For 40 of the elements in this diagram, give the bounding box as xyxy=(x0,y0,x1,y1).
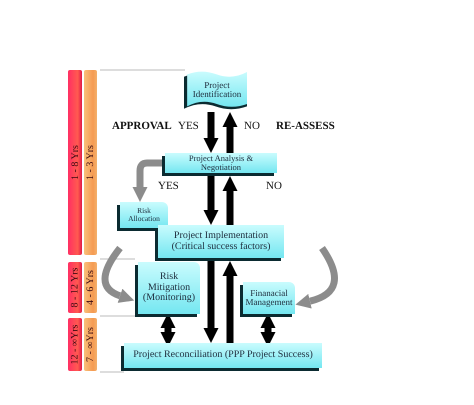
duration-label: 4 - 6 Yrs xyxy=(85,270,96,305)
node-label: Project Implementation (Critical success factors) xyxy=(170,231,272,252)
process-box xyxy=(243,282,295,314)
process-box xyxy=(165,153,277,173)
duration-label: 12 - ∞Yrs xyxy=(70,324,80,364)
process-box xyxy=(138,262,200,314)
node-label: Finanacial Management xyxy=(246,288,292,308)
edge-label: NO xyxy=(244,120,260,132)
decision-label: RE-ASSESS xyxy=(276,120,335,132)
node-label: Project Reconciliation (PPP Project Success) xyxy=(133,350,313,361)
timeline-bar xyxy=(68,262,82,313)
wavy-banner xyxy=(187,72,247,108)
arrow xyxy=(222,176,238,225)
timeline-bar xyxy=(84,262,97,313)
arrow xyxy=(204,112,218,153)
process-box xyxy=(124,343,322,368)
curved-arrow xyxy=(132,160,163,202)
process-box xyxy=(120,202,168,228)
decision-label: APPROVAL xyxy=(112,120,172,132)
timeline-bar xyxy=(68,70,82,255)
arrow xyxy=(222,261,238,343)
duration-label: 7 - ∞Yrs xyxy=(85,327,96,362)
node-label: Project Analysis & Negotiation xyxy=(188,154,254,172)
node-label: Project Identification xyxy=(192,80,242,100)
duration-label: 1 - 3 Yrs xyxy=(85,145,96,180)
arrow xyxy=(204,261,218,343)
edge-label: YES xyxy=(158,180,179,192)
curved-arrow xyxy=(102,246,134,303)
timeline-bar xyxy=(84,70,97,255)
edge-label: YES xyxy=(178,120,199,132)
timeline-bar xyxy=(84,318,97,371)
node-label: Risk Mitigation (Monitoring) xyxy=(142,272,196,304)
arrow xyxy=(222,112,238,153)
duration-label: 8 - 12 Yrs xyxy=(70,268,80,308)
arrow xyxy=(204,176,218,225)
curved-arrow xyxy=(296,246,338,308)
edge-label: NO xyxy=(266,180,282,192)
timeline-bar xyxy=(68,318,82,371)
process-box xyxy=(158,225,284,258)
duration-label: 1 - 8 Yrs xyxy=(70,145,80,180)
